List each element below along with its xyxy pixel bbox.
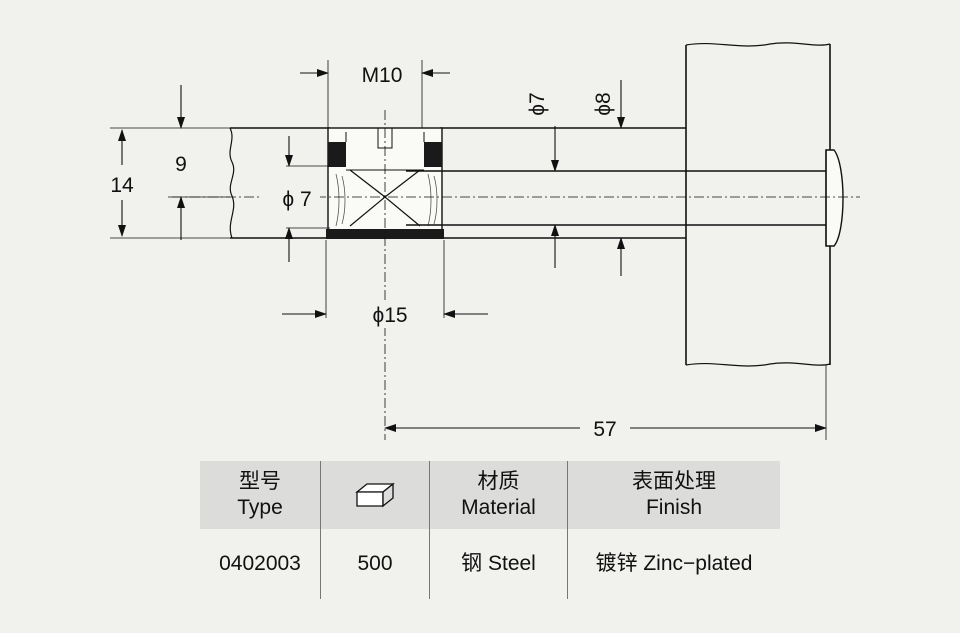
dim-9: 9	[175, 153, 187, 176]
left-panel	[229, 127, 330, 239]
header-type: 型号 Type	[200, 461, 321, 529]
cell-type: 0402003	[200, 529, 321, 599]
header-quantity	[320, 461, 430, 529]
header-finish-en: Finish	[645, 496, 703, 519]
header-finish: 表面处理 Finish	[567, 461, 780, 529]
header-material: 材质 Material	[429, 461, 568, 529]
dim-phi7-top: ϕ7	[526, 92, 549, 115]
dim-phi8-top: ϕ8	[592, 92, 615, 115]
dim-phi7-left: ϕ 7	[282, 188, 311, 211]
cell-quantity: 500	[320, 529, 430, 599]
dimension-arrows	[118, 69, 827, 432]
center-lines	[172, 110, 860, 440]
header-material-en: Material	[461, 496, 536, 519]
bolt-shaft	[406, 149, 844, 247]
header-type-cn: 型号	[239, 470, 281, 493]
table-header-row: 型号 Type 材质 Material 表面处理 Finish	[200, 461, 780, 529]
dim-57: 57	[593, 418, 616, 441]
header-finish-cn: 表面处理	[632, 470, 716, 493]
cell-material: 钢 Steel	[429, 529, 568, 599]
dim-14: 14	[110, 174, 134, 197]
header-material-cn: 材质	[477, 470, 520, 493]
extension-lines	[110, 60, 827, 440]
header-type-en: Type	[237, 496, 283, 519]
box-icon	[355, 482, 395, 508]
spec-table: 型号 Type 材质 Material 表面处理 Finish 040200	[200, 461, 780, 599]
table-row: 0402003 500 钢 Steel 镀锌 Zinc−plated	[200, 529, 780, 599]
right-panel	[440, 42, 831, 367]
dim-m10: M10	[362, 64, 403, 87]
cell-finish: 镀锌 Zinc−plated	[567, 529, 780, 599]
dim-phi15: ϕ15	[372, 304, 407, 327]
technical-drawing: M10 9 14 ϕ 7 ϕ15 57 ϕ7 ϕ8	[110, 42, 860, 441]
